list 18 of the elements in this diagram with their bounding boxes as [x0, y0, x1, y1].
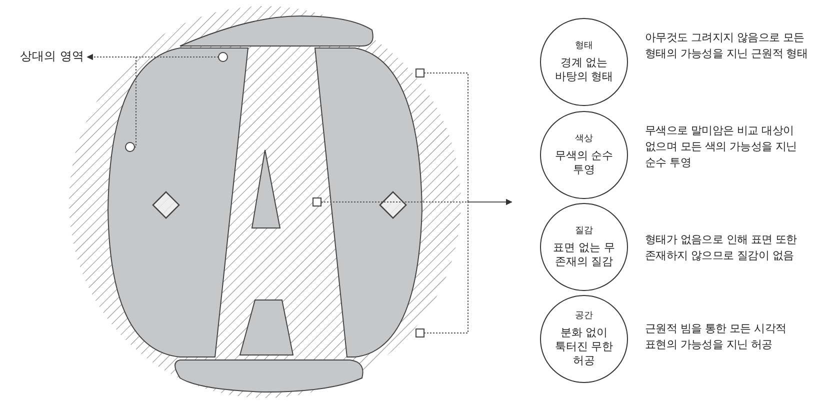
- circle-heading: 색상: [575, 134, 593, 144]
- leader-line: [320, 199, 512, 205]
- description-text: 형태가 없음으로 인해 표면 또한 존재하지 않으므로 질감이 없음: [645, 232, 798, 264]
- circle-text: 표면 없는 무 존재의 질감: [552, 240, 616, 268]
- area-label: 상대의 영역: [20, 49, 84, 64]
- marker-square: [416, 68, 424, 78]
- circle-heading: 질감: [575, 226, 593, 236]
- description-text: 무색으로 말미암은 비교 대상이 없으며 모든 색의 가능성을 지닌 순수 투영: [645, 123, 798, 171]
- circle-text: 분화 없이 툭터진 무한 허공: [554, 326, 614, 368]
- circle-heading: 형태: [575, 40, 593, 52]
- description-text: 아무것도 그려지지 않음으로 모든 형태의 가능성을 지닌 근원적 형태: [645, 30, 809, 62]
- marker-square: [416, 328, 424, 338]
- circle-text: 경계 없는 바탕의 형태: [554, 56, 614, 84]
- marker-square: [312, 198, 322, 206]
- circle-heading: 공간: [575, 310, 593, 322]
- description-text: 근원적 빔을 통한 모든 시각적 표현의 가능성을 지닌 허공: [645, 321, 788, 353]
- circle-text: 무색의 순수 투영: [554, 148, 614, 176]
- leader-line: [86, 54, 136, 148]
